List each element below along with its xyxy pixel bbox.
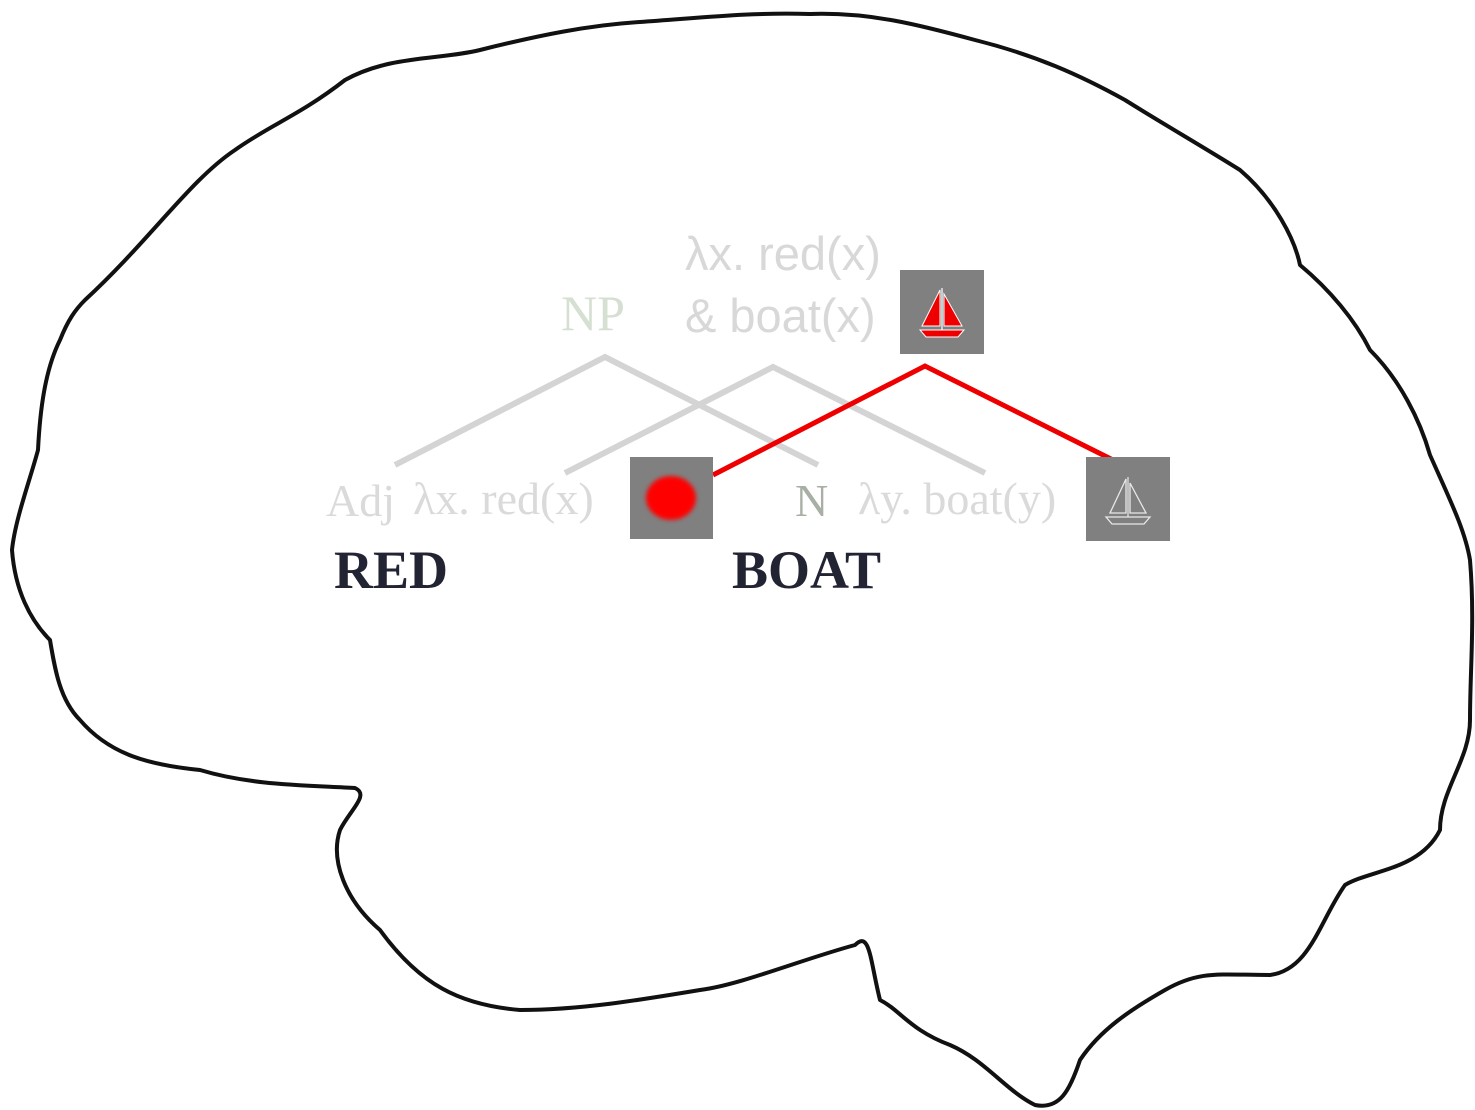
word-red: RED <box>334 540 449 600</box>
adj-label: Adj <box>326 475 395 526</box>
red-composition-lines <box>711 363 1115 478</box>
np-semantics-line1: λx. red(x) <box>685 227 881 280</box>
red-sailboat-tile <box>900 270 984 354</box>
adj-semantics: λx. red(x) <box>413 473 594 524</box>
n-semantics: λy. boat(y) <box>858 473 1057 524</box>
semantics-branch-lines <box>563 363 987 476</box>
word-boat: BOAT <box>732 540 882 600</box>
red-blob-icon <box>646 476 696 520</box>
np-semantics-line2: & boat(x) <box>685 289 876 342</box>
np-branch-lines <box>393 353 820 468</box>
brain-outline <box>10 11 1475 1108</box>
red-blob-tile <box>630 457 713 539</box>
red-sailboat-icon <box>918 288 966 338</box>
n-label: N <box>795 475 829 526</box>
sailboat-outline-tile <box>1086 457 1170 541</box>
np-label: NP <box>561 285 625 341</box>
sailboat-outline-icon <box>1104 477 1152 525</box>
